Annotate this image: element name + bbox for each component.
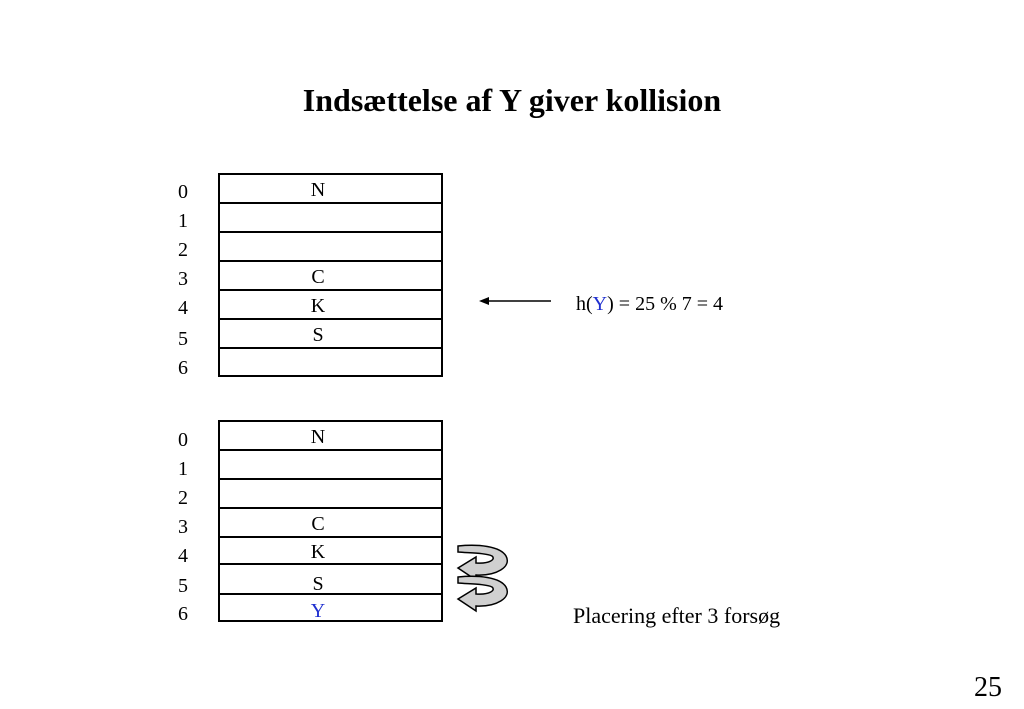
row-index: 4 — [178, 297, 188, 319]
row-index: 1 — [178, 458, 188, 480]
table-cell-6 — [218, 347, 443, 377]
slide-title: Indsættelse af Y giver kollision — [302, 82, 722, 118]
hash-prefix: h( — [576, 293, 593, 315]
cell-value: S — [312, 573, 324, 595]
row-index: 5 — [178, 328, 188, 350]
row-index: 6 — [178, 603, 188, 625]
row-index: 2 — [178, 239, 188, 261]
left-arrow-icon — [479, 297, 551, 305]
cell-value: S — [312, 324, 324, 346]
row-index: 0 — [178, 429, 188, 451]
cell-value: C — [311, 513, 325, 535]
row-index: 3 — [178, 268, 188, 290]
cell-value: K — [310, 541, 326, 563]
cell-value: K — [310, 295, 326, 317]
row-index: 5 — [178, 575, 188, 597]
curved-arrow-icon — [456, 544, 508, 582]
hash-suffix: ) = 25 % 7 = 4 — [607, 293, 724, 315]
cell-value: N — [310, 179, 326, 201]
table-cell-6 — [218, 593, 443, 622]
cell-value: C — [311, 266, 325, 288]
row-index: 6 — [178, 357, 188, 379]
page-number: 25 — [974, 672, 1002, 703]
row-index: 3 — [178, 516, 188, 538]
row-index: 1 — [178, 210, 188, 232]
row-index: 2 — [178, 487, 188, 509]
placement-note: Placering efter 3 forsøg — [573, 603, 781, 628]
cell-value-inserted: Y — [310, 600, 326, 622]
curved-arrow-icon — [456, 575, 508, 613]
row-index: 0 — [178, 181, 188, 203]
hash-function-label: h(Y) = 25 % 7 = 4 — [576, 293, 723, 315]
row-index: 4 — [178, 545, 188, 567]
cell-value: N — [310, 426, 326, 448]
hash-key: Y — [592, 293, 608, 315]
